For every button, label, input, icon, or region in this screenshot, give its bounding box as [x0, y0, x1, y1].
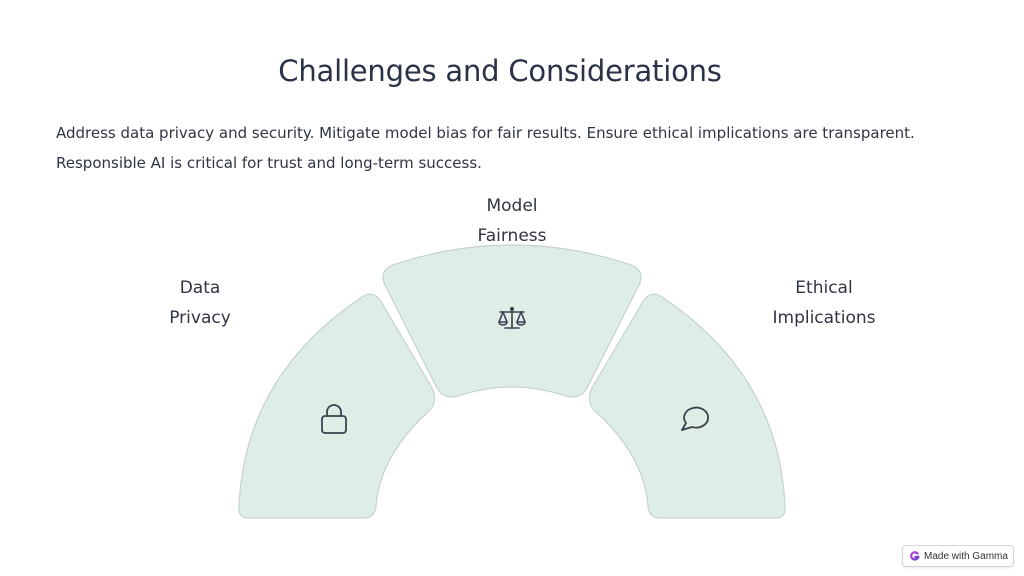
lock-icon — [321, 404, 347, 434]
label-line: Ethical — [795, 278, 853, 298]
label-ethical-implications: Ethical Implications — [744, 273, 904, 333]
label-data-privacy: Data Privacy — [120, 273, 280, 333]
label-line: Implications — [772, 308, 876, 328]
badge-label: Made with Gamma — [924, 550, 1008, 562]
made-with-gamma-badge[interactable]: Made with Gamma — [902, 545, 1014, 567]
page-title: Challenges and Considerations — [278, 54, 722, 88]
label-model-fairness: Model Fairness — [432, 191, 592, 251]
description: Address data privacy and security. Mitig… — [56, 118, 976, 178]
description-line: Address data privacy and security. Mitig… — [56, 124, 915, 142]
label-line: Model — [486, 196, 538, 216]
chat-bubble-icon — [681, 406, 709, 431]
segment-ethical-implications — [588, 293, 786, 519]
gamma-logo-icon — [910, 551, 920, 561]
label-line: Privacy — [169, 308, 231, 328]
description-line: Responsible AI is critical for trust and… — [56, 154, 482, 172]
scales-icon — [498, 306, 526, 329]
label-line: Fairness — [477, 226, 547, 246]
label-line: Data — [179, 278, 221, 298]
